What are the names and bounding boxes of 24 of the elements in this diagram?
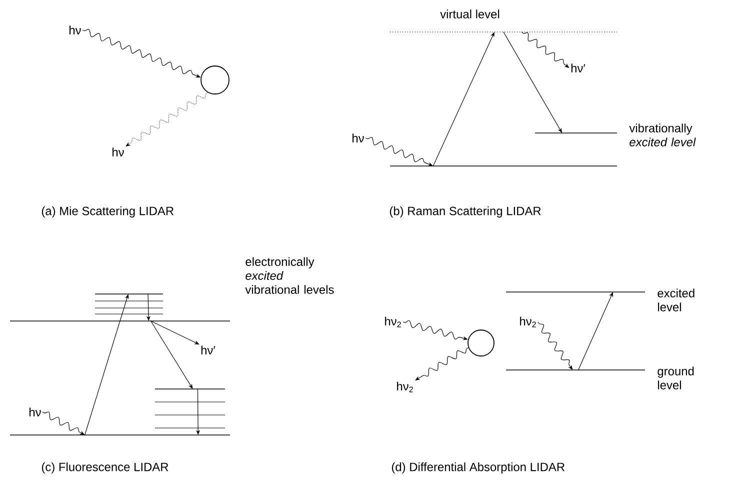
particle-circle [200,66,230,94]
photon-label: hν [30,408,41,416]
panel-caption: (c) Fluorescence LIDAR [42,462,168,474]
photon-label: hν$_{2}$ [397,382,413,392]
energy-level: ground level [506,366,694,390]
photon-label: hν′ [571,64,586,72]
photon-label: hν$_{2}$ [520,316,536,328]
photon-label: hν [352,134,364,142]
panel-caption: (d) Differential Absorption LIDAR [392,462,564,474]
particle-circle [468,330,494,356]
wavy-arrow [126,92,208,146]
photon-label: hν$_{2}$ [385,316,401,328]
photon-label: hν [70,26,81,34]
energy-level: vibrationally excited level [534,124,696,146]
photon-label: hν [112,148,124,156]
panel-caption: (a) Mie Scattering LIDAR [42,206,174,218]
energy-level: electronically excited vibrational levels [10,257,334,322]
wavy-arrow [521,32,570,68]
panel-caption: (b) Raman Scattering LIDAR [390,206,541,218]
energy-level: virtual level [390,10,618,32]
transition-arrow [150,320,193,389]
transition-arrow [84,294,129,436]
photon-label: hν′ [201,346,216,354]
transition-arrow [432,32,494,166]
